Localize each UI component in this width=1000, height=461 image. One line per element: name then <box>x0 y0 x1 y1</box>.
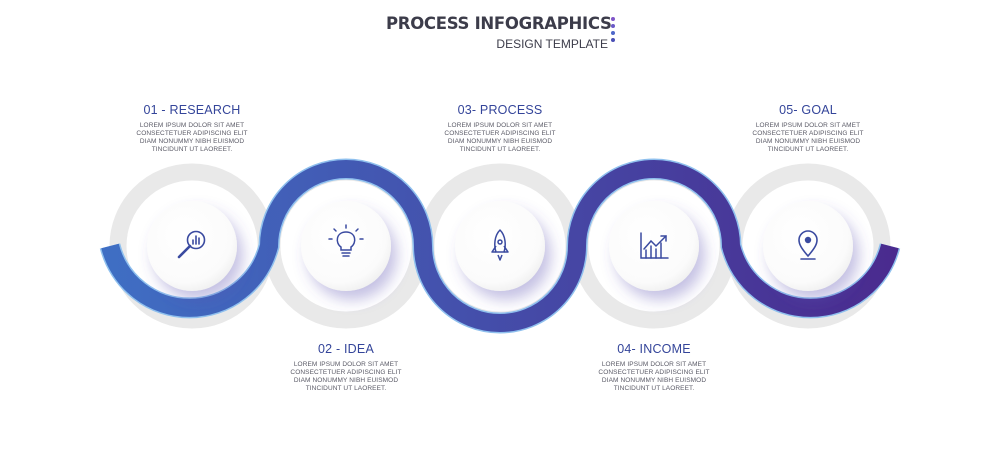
step-button-income <box>609 201 699 291</box>
page-title: PROCESS INFOGRAPHICS <box>386 14 612 33</box>
header-dot <box>611 24 615 28</box>
description-line: TINCIDUNT UT LAOREET. <box>151 146 233 153</box>
header-dot <box>611 38 615 42</box>
step-label-research: 01 - RESEARCH LOREM IPSUM DOLOR SIT AMET… <box>117 102 267 154</box>
description-line: DIAM NONUMMY NIBH EUISMOD <box>447 138 553 145</box>
header: PROCESS INFOGRAPHICS DESIGN TEMPLATE <box>386 14 612 52</box>
description-line: LOREM IPSUM DOLOR SIT AMET <box>293 361 399 368</box>
step-description: LOREM IPSUM DOLOR SIT AMET CONSECTETUER … <box>733 122 883 154</box>
description-line: DIAM NONUMMY NIBH EUISMOD <box>601 377 707 384</box>
lightbulb-icon <box>328 224 364 257</box>
step-label-idea: 02 - IDEA LOREM IPSUM DOLOR SIT AMET CON… <box>271 341 421 393</box>
page-subtitle: DESIGN TEMPLATE <box>496 37 608 51</box>
description-line: CONSECTETUER ADIPISCING ELIT <box>290 369 402 376</box>
step-title: 05- GOAL <box>779 103 837 117</box>
description-line: TINCIDUNT UT LAOREET. <box>305 385 387 392</box>
description-line: LOREM IPSUM DOLOR SIT AMET <box>755 122 861 129</box>
step-title: 02 - IDEA <box>318 342 374 356</box>
description-line: CONSECTETUER ADIPISCING ELIT <box>136 130 248 137</box>
step-label-goal: 05- GOAL LOREM IPSUM DOLOR SIT AMET CONS… <box>733 102 883 154</box>
description-line: TINCIDUNT UT LAOREET. <box>767 146 849 153</box>
header-dot <box>611 17 615 21</box>
step-label-process: 03- PROCESS LOREM IPSUM DOLOR SIT AMET C… <box>425 102 575 154</box>
step-description: LOREM IPSUM DOLOR SIT AMET CONSECTETUER … <box>425 122 575 154</box>
description-line: CONSECTETUER ADIPISCING ELIT <box>598 369 710 376</box>
wave-path <box>101 160 899 332</box>
step-description: LOREM IPSUM DOLOR SIT AMET CONSECTETUER … <box>579 361 729 393</box>
rocket-icon <box>491 229 509 261</box>
description-line: DIAM NONUMMY NIBH EUISMOD <box>139 138 245 145</box>
description-line: LOREM IPSUM DOLOR SIT AMET <box>447 122 553 129</box>
growth-chart-icon <box>640 232 669 259</box>
description-line: TINCIDUNT UT LAOREET. <box>459 146 541 153</box>
step-button-goal <box>763 201 853 291</box>
description-line: CONSECTETUER ADIPISCING ELIT <box>752 130 864 137</box>
description-line: DIAM NONUMMY NIBH EUISMOD <box>293 377 399 384</box>
magnifier-chart-icon <box>177 230 206 259</box>
header-dots <box>611 17 617 45</box>
step-title: 04- INCOME <box>617 342 691 356</box>
step-label-income: 04- INCOME LOREM IPSUM DOLOR SIT AMET CO… <box>579 341 729 393</box>
description-line: TINCIDUNT UT LAOREET. <box>613 385 695 392</box>
step-button-process <box>455 201 545 291</box>
step-description: LOREM IPSUM DOLOR SIT AMET CONSECTETUER … <box>117 122 267 154</box>
step-title: 03- PROCESS <box>457 103 543 117</box>
header-dot <box>611 31 615 35</box>
description-line: CONSECTETUER ADIPISCING ELIT <box>444 130 556 137</box>
location-pin-icon <box>798 230 818 260</box>
description-line: DIAM NONUMMY NIBH EUISMOD <box>755 138 861 145</box>
description-line: LOREM IPSUM DOLOR SIT AMET <box>139 122 245 129</box>
step-button-research <box>147 201 237 291</box>
step-button-idea <box>301 201 391 291</box>
description-line: LOREM IPSUM DOLOR SIT AMET <box>601 361 707 368</box>
step-description: LOREM IPSUM DOLOR SIT AMET CONSECTETUER … <box>271 361 421 393</box>
step-title: 01 - RESEARCH <box>143 103 241 117</box>
